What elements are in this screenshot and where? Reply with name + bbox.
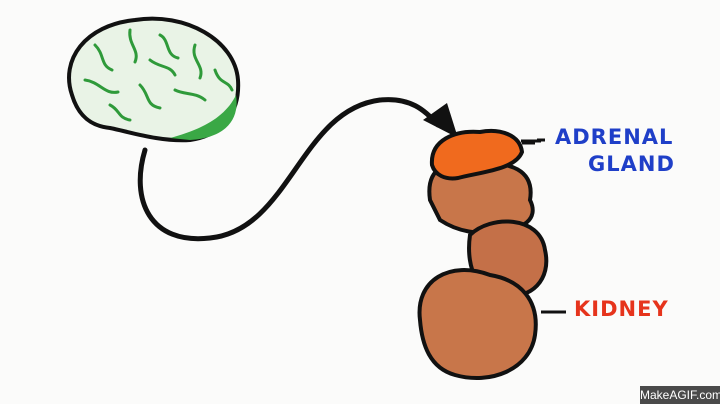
adrenal-label-line1: ADRENAL [555, 125, 674, 149]
adrenal-label-line2: GLAND [588, 152, 675, 176]
watermark: MakeAGIF.com [640, 386, 720, 404]
kidney-drawing [417, 129, 566, 381]
kidney-label: KIDNEY [574, 297, 669, 321]
adrenal-gland-label: ADRENAL GLAND [555, 124, 675, 178]
arrow-drawing [137, 97, 458, 242]
brain-drawing [67, 16, 241, 143]
